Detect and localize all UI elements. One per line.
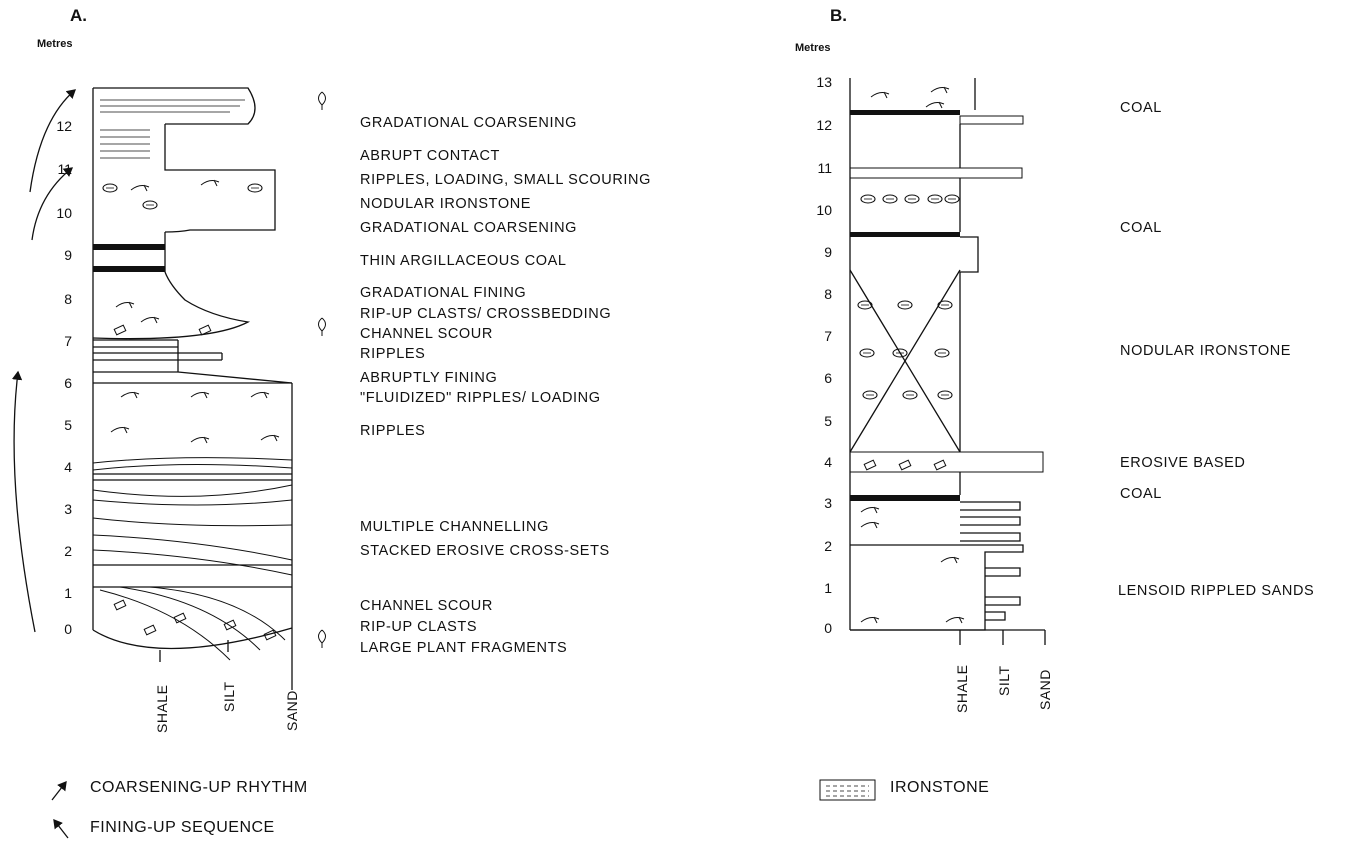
leaf-icon — [319, 92, 326, 110]
leaf-icon — [319, 318, 326, 336]
column-b — [850, 78, 1045, 645]
column-a — [93, 88, 292, 690]
leaf-icon — [319, 630, 326, 648]
